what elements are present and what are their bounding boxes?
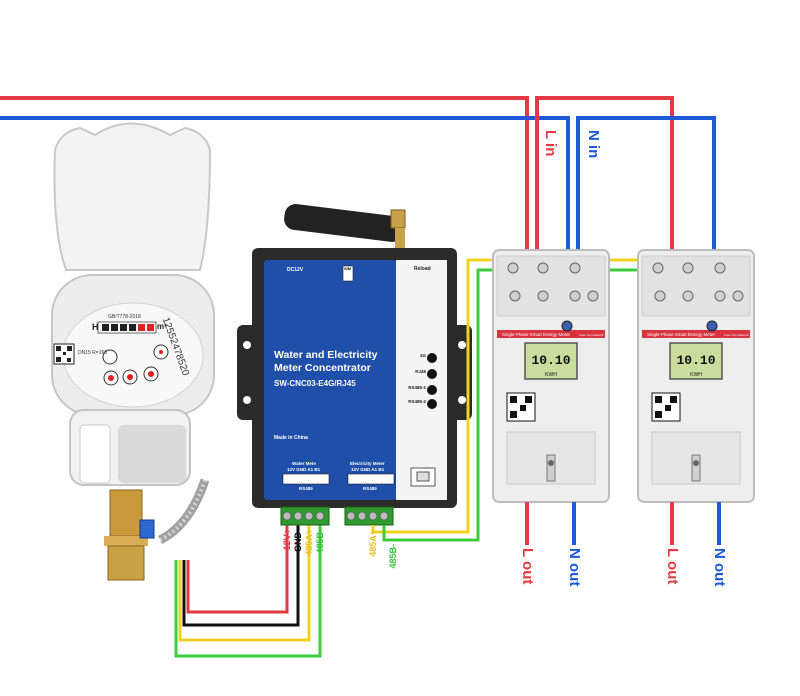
terminal-screw (714, 262, 726, 274)
meter1-neutral-out-label: N out (566, 548, 583, 587)
elec-port-bus: RS485 (363, 486, 377, 491)
power-label: DC12V (287, 267, 304, 273)
meter-button[interactable] (561, 320, 573, 332)
terminal-screw (652, 262, 664, 274)
terminal-screw (509, 290, 521, 302)
water-port-title: Water Mete (292, 461, 316, 466)
concentrator-title-line2: Meter Concentrator (274, 362, 371, 374)
terminal-screw (682, 290, 694, 302)
supply-wires (0, 96, 716, 258)
water-port-pins: 12V GND A1 B1 (287, 467, 321, 472)
energy-meters: Single Phase Smart Energy Meter Fuse Trip… (492, 249, 755, 503)
terminal-screw (507, 262, 519, 274)
live-in-label: L in (542, 130, 559, 157)
terminal-screw (654, 290, 666, 302)
terminal-screw (569, 290, 581, 302)
ground-wire (182, 512, 300, 627)
live-supply-wire (0, 96, 529, 258)
terminal-screw (537, 290, 549, 302)
water-rs485-wires (174, 512, 322, 658)
din-latch[interactable] (546, 454, 556, 482)
indicator-rs485-2: RS485-2 (408, 399, 426, 404)
water-meter (51, 122, 215, 581)
water-meter-unit-m3: m³ (157, 322, 167, 331)
485b-wire (174, 512, 322, 658)
water-meter-model: DN15 R=160 (78, 350, 108, 356)
elec-port-title: Electricity Meter (350, 461, 385, 466)
concentrator-title-line1: Water and Electricity (274, 349, 378, 361)
lcd-unit: KWH (545, 372, 557, 378)
reload-label: Reload (414, 266, 431, 272)
indicator-rs485-1: RS485-1 (408, 385, 426, 390)
terminal-screw (682, 262, 694, 274)
power-wire (186, 512, 289, 614)
origin-label: Made in China (274, 435, 308, 441)
din-latch[interactable] (691, 454, 701, 482)
concentrator (237, 204, 472, 526)
lcd-display (669, 342, 723, 380)
lcd-unit: KWH (690, 372, 702, 378)
neutral-branch-wire (576, 116, 716, 258)
meter2-neutral-out-label: N out (711, 548, 728, 587)
meter-header-right: Fuse Trip Network (579, 333, 604, 337)
terminal-screw (732, 290, 744, 302)
water-meter-standard: GB/T778-2018 (108, 314, 141, 320)
wire-label-12v: 12V+ (282, 529, 292, 551)
lcd-value: 10.10 (676, 353, 715, 368)
lcd-value: 10.10 (531, 353, 570, 368)
indicator-rj45: RJ45 (415, 369, 426, 374)
elec-port-pins: 12V GND A1 B1 (351, 467, 385, 472)
meter-button[interactable] (706, 320, 718, 332)
indicator-4g: 4G (419, 353, 426, 358)
terminal-screw (569, 262, 581, 274)
live-branch-wire (535, 96, 674, 258)
elec-wire-label-485b: 485B- (388, 544, 398, 569)
neutral-supply-wire (0, 116, 570, 258)
neutral-in-label: N in (585, 130, 602, 159)
sim-label: SIM (344, 266, 352, 271)
terminal-screw (587, 290, 599, 302)
terminal-screw (537, 262, 549, 274)
water-meter-unit-h: H (92, 322, 99, 332)
meter-header: Single Phase Smart Energy Meter (502, 332, 571, 337)
energy-meter-1: Single Phase Smart Energy Meter Fuse Trip… (492, 249, 610, 503)
output-wires (525, 502, 721, 545)
meter1-live-out-label: L out (519, 548, 536, 585)
meter-header-right: Fuse Trip Network (724, 333, 749, 337)
485a-wire (178, 512, 311, 642)
wire-label-485b: 485B- (315, 529, 325, 554)
meter-header: Single Phase Smart Energy Meter (647, 332, 716, 337)
concentrator-model: SW-CNC03-E4G/RJ45 (274, 379, 356, 388)
wire-label-gnd: GND- (293, 529, 303, 552)
elec-wire-label-485a: 485A+ (368, 530, 378, 557)
energy-meter-2: Single Phase Smart Energy Meter Fuse Trip… (637, 249, 755, 503)
concentrator-title: Water and Electricity Meter Concentrator (274, 349, 377, 375)
meter2-live-out-label: L out (664, 548, 681, 585)
lcd-display (524, 342, 578, 380)
terminal-screw (714, 290, 726, 302)
water-port-bus: RS485 (299, 486, 313, 491)
wire-label-485a: 485A+ (304, 529, 314, 556)
